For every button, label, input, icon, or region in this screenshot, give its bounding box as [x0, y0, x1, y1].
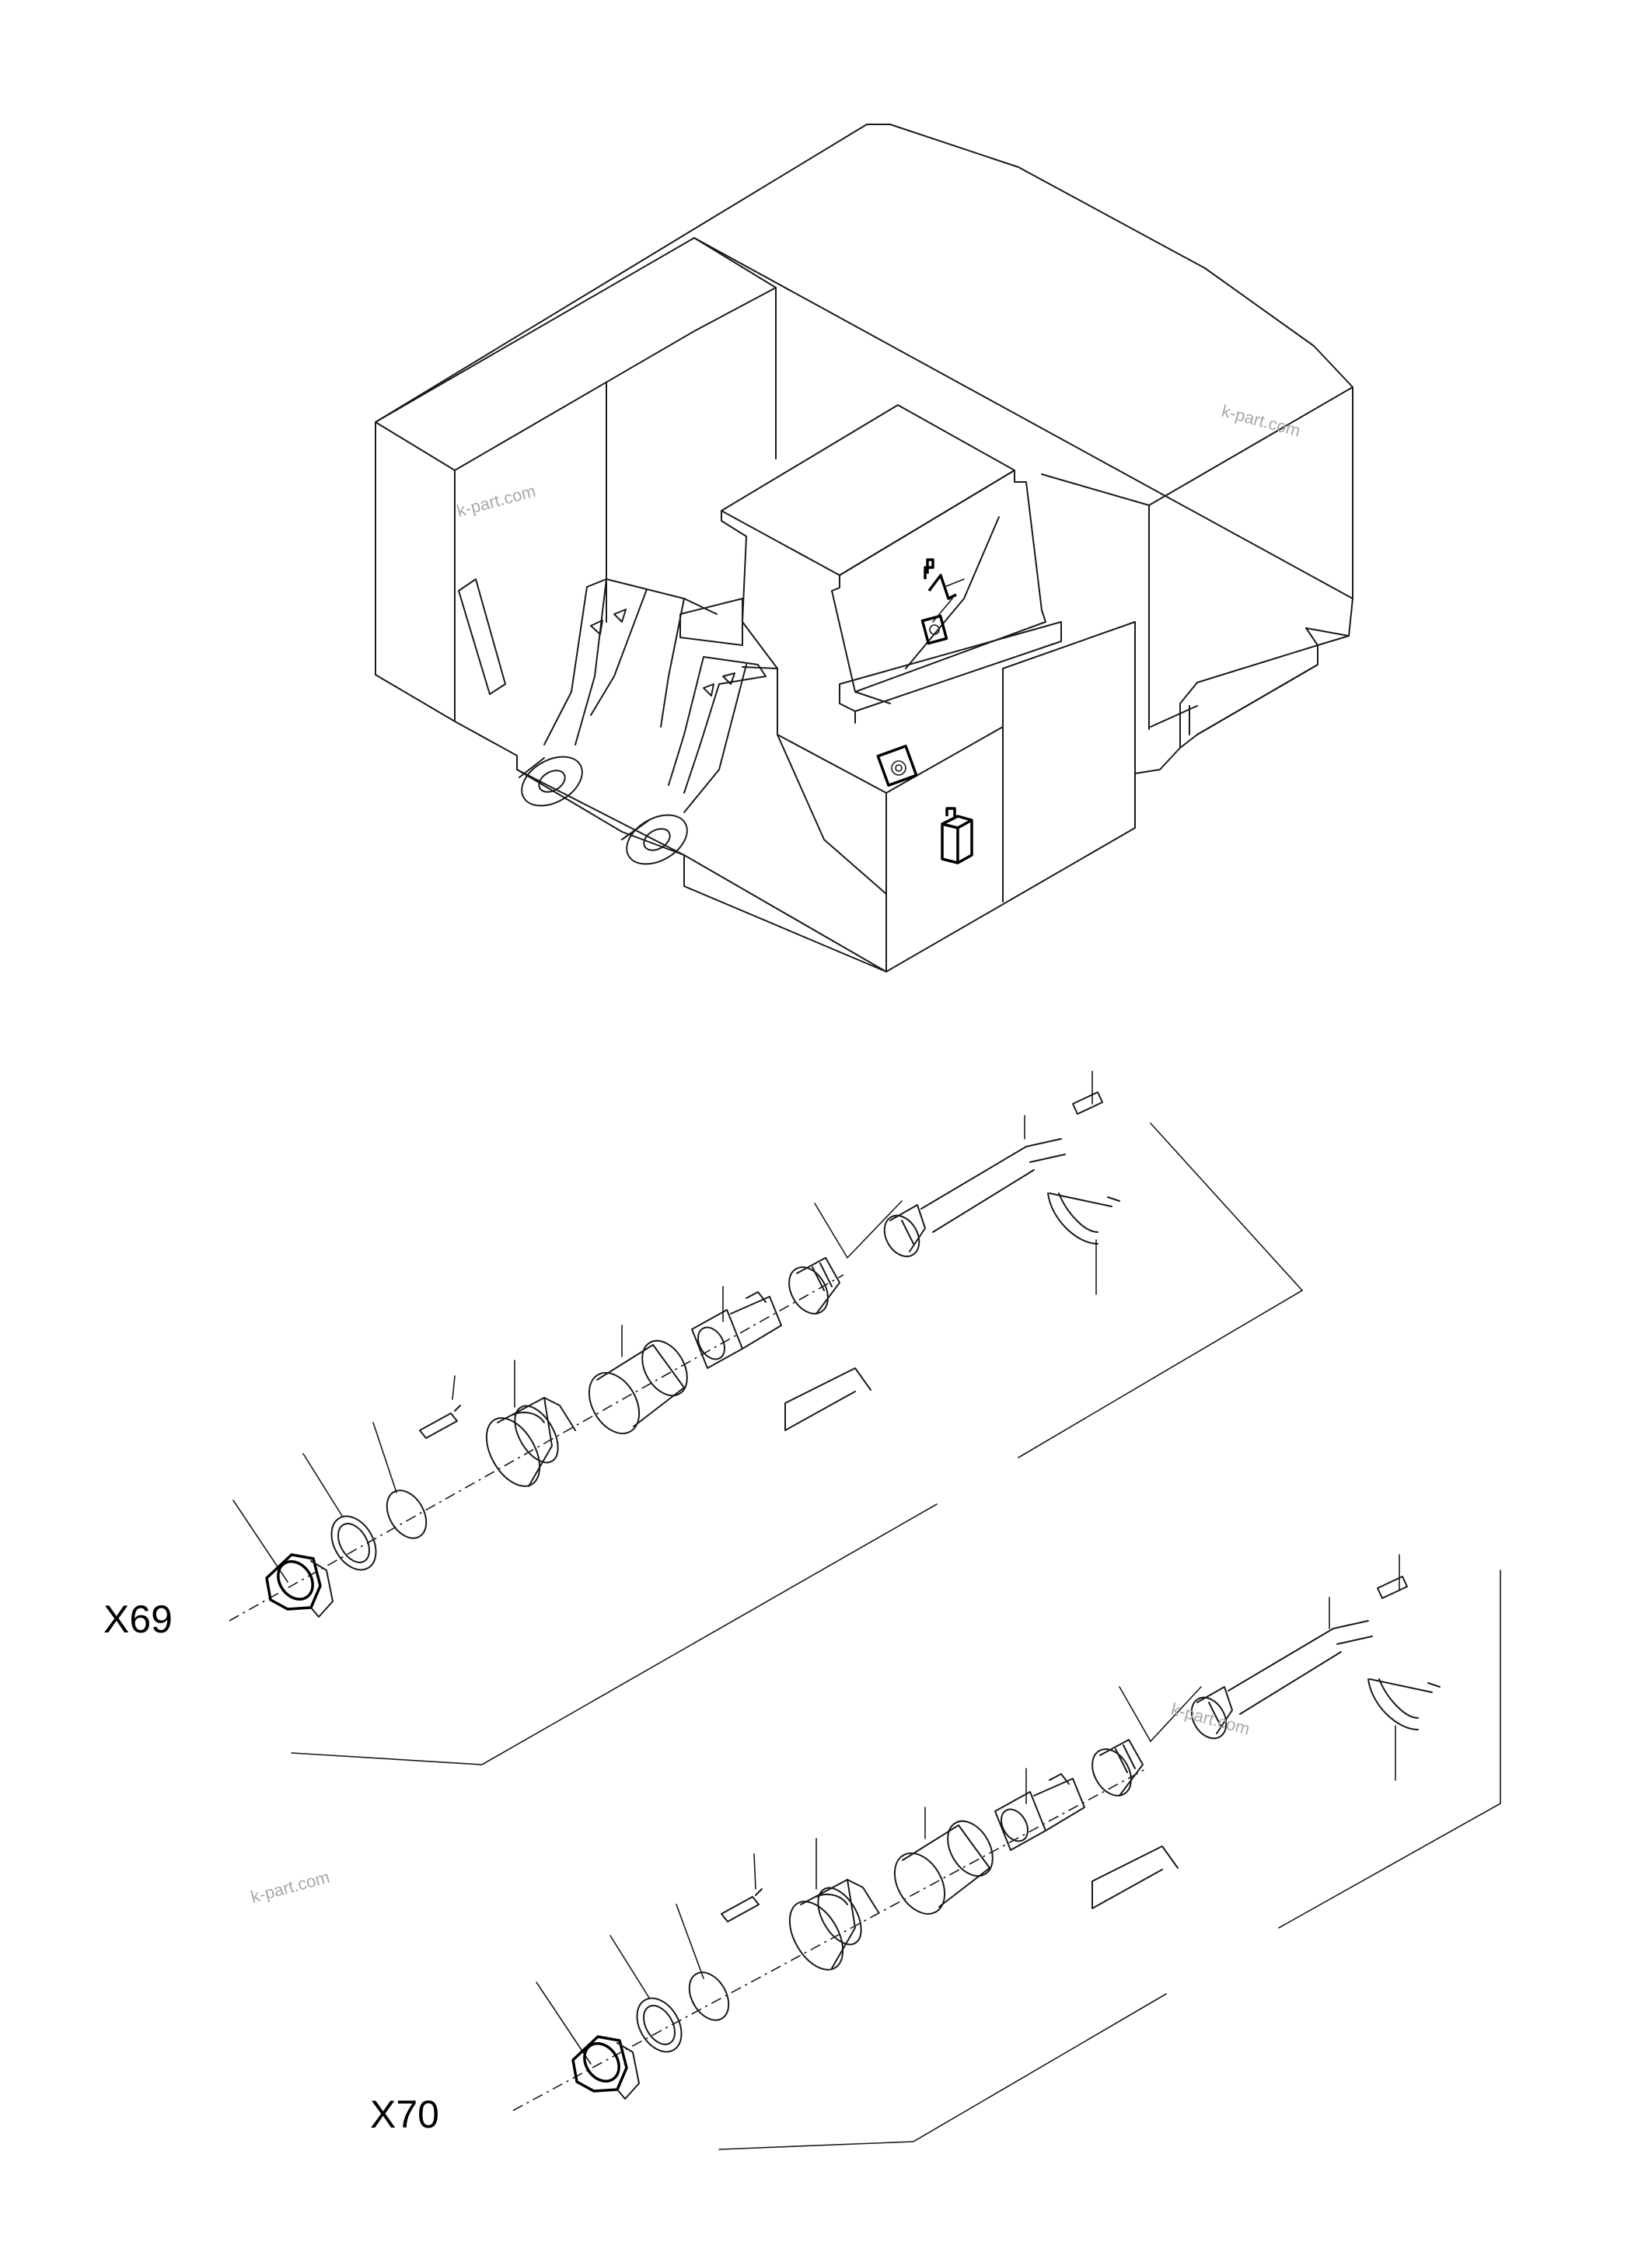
exploded-assembly-x70 [512, 1554, 1501, 2150]
label-x70: X70 [370, 2093, 439, 2136]
gland-nut-x69 [691, 1291, 782, 1369]
watermark-top-left: k-part.com [455, 481, 538, 521]
grommet-x70 [1091, 1739, 1144, 1796]
cable-x69 [920, 1138, 1066, 1233]
hex-nut-x69 [265, 1553, 334, 1618]
sleeve-x69 [588, 1339, 688, 1434]
hose-clamp-x70 [1367, 1678, 1441, 1730]
gland-nut-x70 [994, 1773, 1085, 1851]
grommet-x69 [788, 1257, 840, 1315]
sleeve-x70 [893, 1820, 994, 1915]
cable-x70 [1228, 1620, 1373, 1715]
hose-clamp-x69 [1047, 1192, 1120, 1245]
threaded-body-x70 [788, 1879, 879, 1971]
upper-connector-assembly [920, 558, 965, 645]
hex-nut-x70 [571, 2035, 640, 2100]
seal-x69 [883, 1204, 926, 1258]
watermark-mid-left: k-part.com [249, 1867, 332, 1907]
lower-connector-box [876, 744, 918, 787]
exploded-assembly-x69 [229, 1070, 1304, 1765]
lower-connector-housing [941, 807, 973, 864]
threaded-body-x69 [485, 1397, 576, 1487]
label-x69: X69 [103, 1597, 173, 1641]
machine-frame [375, 124, 1353, 972]
seal-x70 [1190, 1686, 1233, 1740]
watermark-top-right: k-part.com [1220, 401, 1303, 441]
